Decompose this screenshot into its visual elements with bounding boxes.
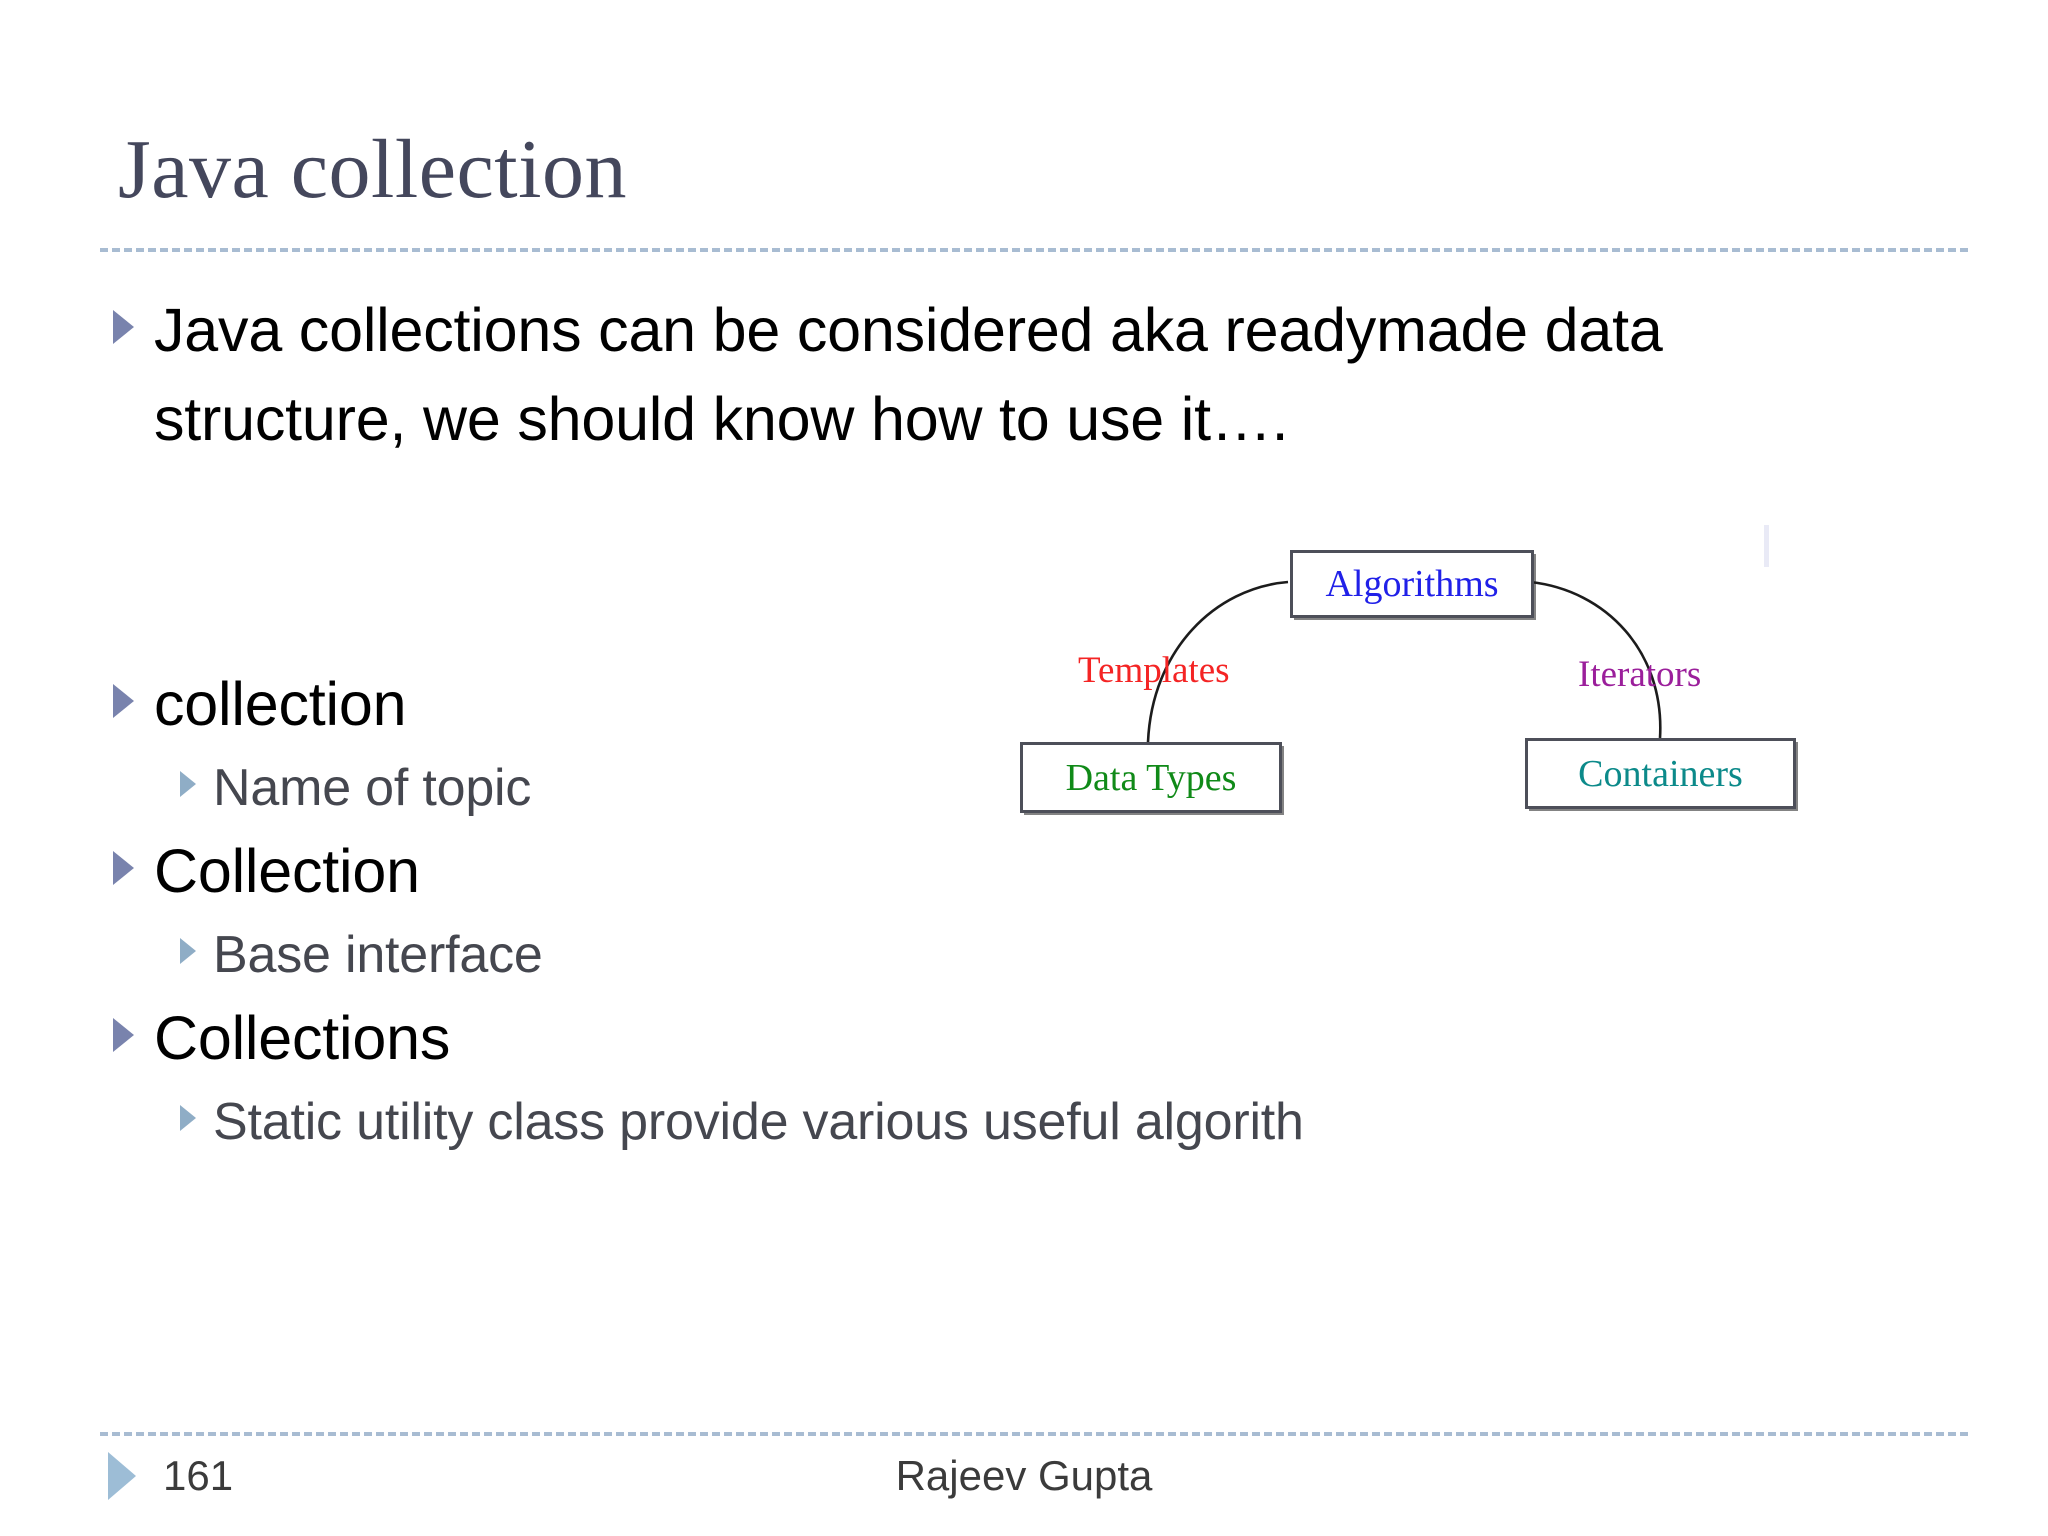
footer-author: Rajeev Gupta — [895, 1452, 1153, 1499]
list-item: collection — [105, 660, 1975, 749]
triangle-footer-icon — [108, 1452, 136, 1500]
triangle-bullet-icon — [113, 684, 134, 718]
list-item: Static utility class provide various use… — [105, 1083, 1975, 1161]
diagram-node-algorithms: Algorithms — [1290, 550, 1534, 618]
diagram-node-data-types: Data Types — [1020, 742, 1282, 813]
diagram-connectors — [1146, 580, 1662, 743]
stl-concept-diagram: Algorithms Data Types Containers Templat… — [1000, 520, 1840, 850]
diagram-edge-label-templates: Templates — [1078, 650, 1230, 691]
triangle-bullet-icon — [113, 851, 134, 885]
bullet-text: Java collections can be considered aka r… — [154, 296, 1663, 453]
list-item: Name of topic — [105, 749, 1975, 827]
page-title: Java collection — [118, 123, 627, 216]
edge-algorithms-containers — [1529, 580, 1662, 739]
list-item: Java collections can be considered aka r… — [105, 286, 1975, 464]
list-item: Base interface — [105, 916, 1975, 994]
diagram-edge-label-iterators: Iterators — [1578, 654, 1702, 695]
title-divider — [100, 248, 1968, 252]
triangle-subbullet-icon — [180, 771, 196, 797]
diagram-artifact-mark — [1764, 525, 1769, 567]
footer-divider — [100, 1432, 1968, 1436]
triangle-bullet-icon — [113, 1018, 134, 1052]
bullet-list: Java collections can be considered aka r… — [105, 286, 1975, 1161]
bullet-text: Collections — [154, 1004, 451, 1072]
edge-algorithms-data-types — [1146, 580, 1289, 743]
triangle-subbullet-icon — [180, 938, 196, 964]
subbullet-text: Static utility class provide various use… — [213, 1093, 1304, 1151]
list-item: Collection — [105, 827, 1975, 916]
subbullet-text: Base interface — [213, 926, 543, 984]
subbullet-text: Name of topic — [213, 759, 532, 817]
bullet-text: collection — [154, 670, 407, 738]
triangle-subbullet-icon — [180, 1105, 196, 1131]
diagram-node-containers: Containers — [1525, 738, 1796, 809]
list-item: Collections — [105, 994, 1975, 1083]
triangle-bullet-icon — [113, 310, 134, 344]
page-number: 161 — [163, 1452, 234, 1499]
bullet-text: Collection — [154, 837, 420, 905]
